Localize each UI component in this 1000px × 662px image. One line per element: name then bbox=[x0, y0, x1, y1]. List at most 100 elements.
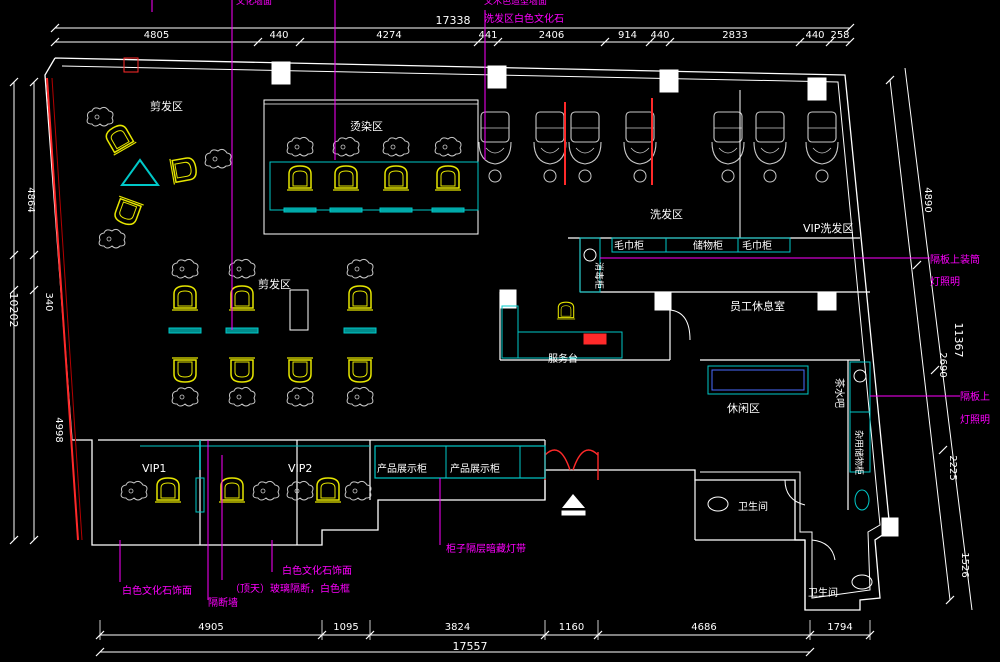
dim-tick bbox=[9, 285, 19, 295]
room-label-wash: 洗发区 bbox=[650, 207, 683, 221]
client-chair-icon bbox=[286, 480, 314, 501]
dim-top-seg: 914 bbox=[618, 30, 637, 41]
dim-tick bbox=[295, 37, 305, 47]
room-label-vip-wash: VIP洗发区 bbox=[803, 221, 853, 235]
perm-dryer-icon bbox=[286, 136, 314, 157]
column bbox=[271, 61, 291, 85]
dim-left-seg: 4998 bbox=[53, 417, 64, 442]
perm-chair bbox=[332, 165, 360, 191]
entrance-door-right bbox=[572, 449, 599, 471]
dim-right-seg: 2690 bbox=[937, 352, 948, 377]
dim-right-seg: 4890 bbox=[922, 187, 933, 212]
client-chair-icon bbox=[346, 258, 374, 279]
annotation-glass-a: 白色文化石饰面 bbox=[282, 564, 352, 577]
client-chair-icon bbox=[171, 258, 199, 279]
left-wall-strip bbox=[46, 77, 79, 541]
wash-bed-icon bbox=[711, 111, 745, 183]
annotation-partition: 隔断墙 bbox=[208, 596, 238, 609]
annotation-top-wall: 文木色造型墙面 bbox=[484, 0, 547, 7]
dim-top-seg: 4805 bbox=[144, 30, 169, 41]
annotation-bottom-left: 白色文化石饰面 bbox=[122, 584, 192, 597]
restroom-door bbox=[784, 479, 806, 506]
dim-right-overall-line bbox=[904, 67, 973, 611]
annotation-wash: 洗发区白色文化石 bbox=[484, 12, 564, 25]
dim-tick bbox=[795, 37, 805, 47]
label-display-cabinet-2: 产品展示柜 bbox=[450, 462, 500, 475]
dim-tick bbox=[29, 535, 39, 545]
dim-tick bbox=[253, 37, 263, 47]
mirror-pillar bbox=[289, 289, 309, 331]
dim-tick bbox=[50, 23, 60, 33]
basin-icon bbox=[854, 489, 870, 511]
column bbox=[654, 291, 672, 311]
haircut-chair bbox=[171, 285, 199, 311]
annotation-top-cut: 文化墙面 bbox=[236, 0, 272, 7]
haircut-chair bbox=[100, 120, 138, 156]
outer-wall-inner bbox=[61, 65, 881, 599]
wash-bed-icon bbox=[753, 111, 787, 183]
dim-top-seg: 440 bbox=[650, 30, 669, 41]
dim-right-seg: 1526 bbox=[959, 552, 970, 577]
vip-mirror bbox=[195, 477, 205, 513]
room-label-utility: 杂用储物柜 bbox=[853, 430, 865, 475]
service-chair bbox=[556, 301, 576, 320]
sterilizer-cabinet bbox=[579, 237, 601, 293]
haircut-chair bbox=[110, 195, 145, 229]
column bbox=[659, 69, 679, 93]
perm-dryer-icon bbox=[434, 136, 462, 157]
dim-tick bbox=[825, 37, 835, 47]
room-label-staff-rest: 员工休息室 bbox=[730, 299, 785, 313]
dim-bottom-overall: 17557 bbox=[453, 640, 488, 653]
label-towel-cabinet-2: 毛巾柜 bbox=[742, 239, 772, 252]
cash-register bbox=[583, 333, 607, 345]
dim-tick bbox=[29, 250, 39, 260]
dim-tick bbox=[50, 37, 60, 47]
column bbox=[499, 289, 517, 309]
dim-top-seg: 440 bbox=[805, 30, 824, 41]
dim-bottom-seg: 3824 bbox=[445, 622, 470, 633]
client-chair-icon bbox=[120, 480, 148, 501]
dim-tick bbox=[600, 37, 610, 47]
client-chair-icon bbox=[346, 386, 374, 407]
sofa-cushion bbox=[711, 369, 805, 391]
dim-top-seg: 2406 bbox=[539, 30, 564, 41]
client-chair-icon bbox=[86, 106, 114, 127]
label-storage-cabinet: 储物柜 bbox=[693, 239, 723, 252]
wash-bed-icon bbox=[805, 111, 839, 183]
room-label-side-cabinet: 消毒柜 bbox=[593, 262, 605, 289]
column bbox=[487, 65, 507, 89]
dim-left-seg: 340 bbox=[43, 292, 54, 311]
dim-bottom-seg: 4686 bbox=[691, 622, 716, 633]
room-label-service: 服务台 bbox=[548, 352, 578, 365]
haircut-chair bbox=[346, 357, 374, 383]
client-chair-icon bbox=[252, 480, 280, 501]
column bbox=[807, 77, 827, 101]
label-display-cabinet-1: 产品展示柜 bbox=[377, 462, 427, 475]
vip-chair bbox=[154, 477, 182, 503]
display-cabinet bbox=[374, 445, 546, 479]
dim-tick bbox=[930, 365, 940, 375]
dim-tick bbox=[845, 23, 855, 33]
sofa bbox=[707, 365, 809, 395]
dim-tick bbox=[885, 75, 895, 85]
wash-bed-icon bbox=[533, 111, 567, 183]
haircut-chair bbox=[228, 357, 256, 383]
client-chair-icon bbox=[344, 480, 372, 501]
annotation-glass-b: （顶天）玻璃隔断，白色框 bbox=[230, 582, 350, 595]
dim-tick bbox=[29, 77, 39, 87]
sink-icon bbox=[583, 248, 597, 262]
column bbox=[881, 517, 899, 537]
room-label-vip1: VIP1 bbox=[142, 462, 166, 475]
dim-tick bbox=[805, 647, 815, 657]
haircut-chair bbox=[169, 154, 199, 186]
label-towel-cabinet-1: 毛巾柜 bbox=[614, 239, 644, 252]
annotation-cabinet: 柜子隔层暗藏灯带 bbox=[446, 542, 526, 555]
vip-chair bbox=[314, 477, 342, 503]
dim-top-seg: 2833 bbox=[722, 30, 747, 41]
dim-left-overall: 10202 bbox=[7, 293, 20, 328]
dim-tick bbox=[493, 37, 503, 47]
mirror-station bbox=[168, 327, 202, 334]
entrance-arrow-bar bbox=[561, 510, 586, 516]
haircut-chair bbox=[346, 285, 374, 311]
